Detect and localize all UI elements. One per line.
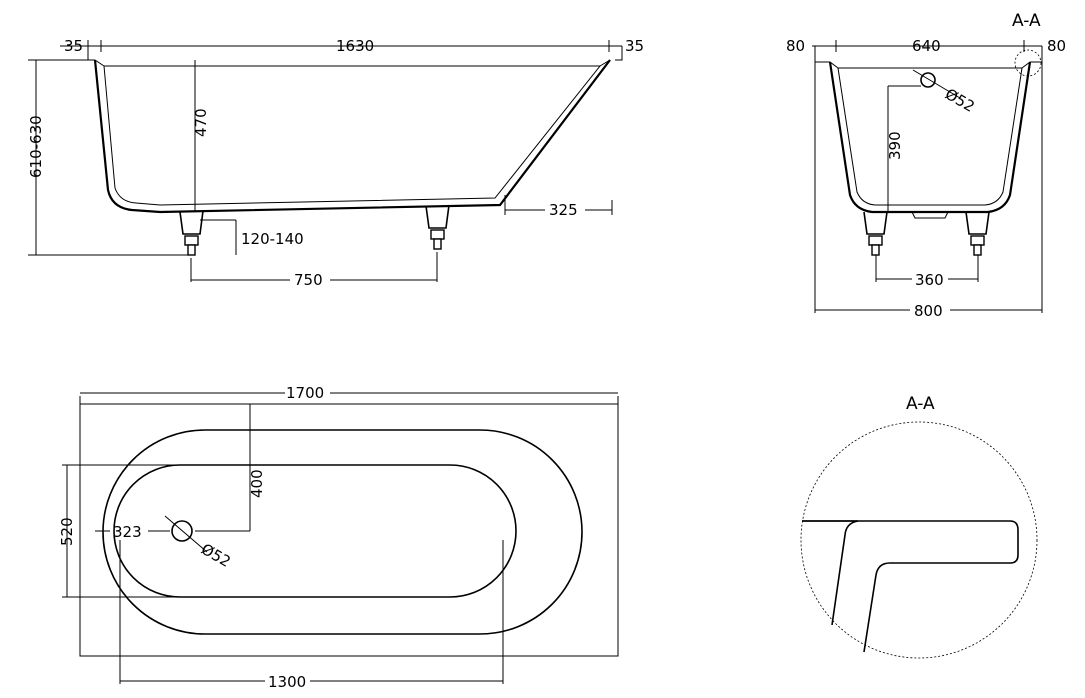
side-leg-right [425,204,450,250]
side-view: 35 1630 35 470 610-630 120-140 750 325 [27,37,644,289]
dim-end-total-width: 800 [914,302,943,320]
dim-side-inner-length: 1630 [336,37,374,55]
detail-view: A-A [800,394,1038,659]
top-view: 1700 400 520 323 Ø52 1300 [58,384,619,691]
top-drain-circle [171,520,193,542]
dim-side-leg-spacing: 750 [294,271,323,289]
dim-side-total-height: 610-630 [27,115,45,178]
dim-end-lip-left: 80 [786,37,805,55]
dim-side-depth: 470 [192,108,210,137]
top-basin-outline [113,464,517,598]
end-drain-circle [920,72,936,88]
dim-side-lip-left: 35 [64,37,83,55]
detail-marker-circle [1014,49,1042,77]
detail-section-label: A-A [906,394,935,414]
dim-side-leg-height: 120-140 [241,230,304,248]
top-rim-outline [102,429,583,635]
dim-top-inner-width: 520 [58,517,76,546]
dim-side-slope-base: 325 [549,201,578,219]
dim-side-lip-right: 35 [625,37,644,55]
dim-top-drain-from-top: 400 [248,469,266,498]
end-leg-right [965,211,990,256]
dim-end-leg-spacing: 360 [915,271,944,289]
dim-end-lip-right: 80 [1047,37,1066,55]
dim-end-drain-height: 390 [886,131,904,160]
dim-top-drain-diameter: Ø52 [198,540,234,571]
dim-end-drain-diameter: Ø52 [942,85,978,116]
end-view: A-A [786,11,1066,320]
tub-profile-outer [93,59,611,214]
end-profile-outer [828,61,1032,214]
dim-top-total-length: 1700 [286,384,324,402]
detail-outer-edge [802,520,1019,653]
top-outer-rect [79,403,619,657]
end-view-section-label: A-A [1012,11,1041,31]
dim-top-drain-offset: 323 [113,523,142,541]
end-leg-left [863,211,888,256]
dim-end-inner-width: 640 [912,37,941,55]
side-leg-left [179,210,204,256]
detail-circle [800,421,1038,659]
dim-top-inner-length: 1300 [268,673,306,691]
